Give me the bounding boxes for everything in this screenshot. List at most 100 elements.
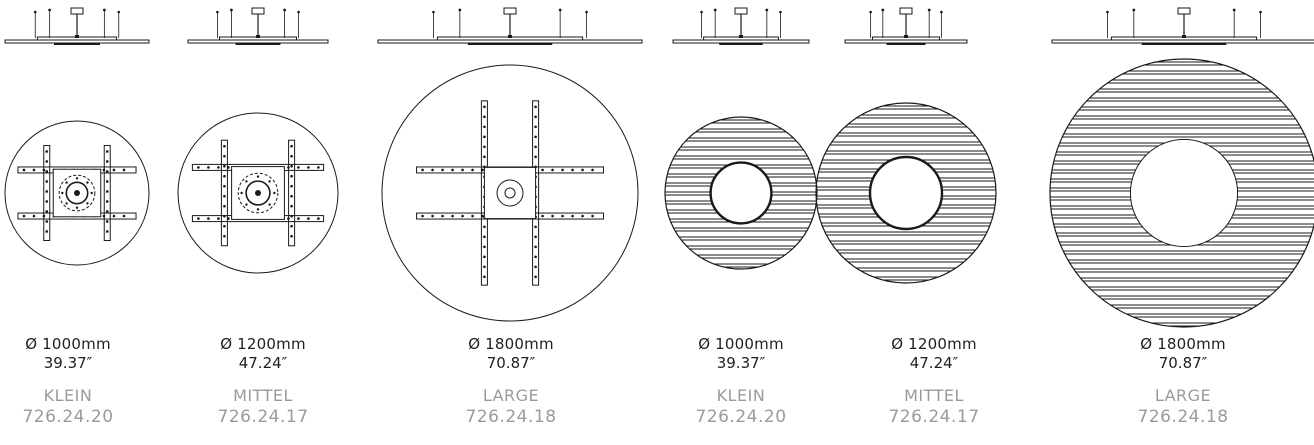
rail-hole	[483, 155, 486, 159]
rail-hole	[481, 168, 484, 172]
rail-hole	[483, 235, 486, 239]
diameter-mm: Ø 1000mm	[698, 335, 784, 353]
rail-hole	[105, 170, 109, 173]
slat	[1050, 277, 1314, 282]
hub-ring-inner	[504, 187, 516, 199]
slat	[665, 263, 817, 268]
panel-outline	[815, 102, 997, 284]
vertical-rail	[43, 144, 51, 242]
slat	[665, 155, 817, 160]
rail-hole	[307, 166, 310, 169]
slat-top-view-4	[664, 116, 818, 270]
rail-hole	[534, 145, 537, 149]
rail-hole	[207, 166, 210, 169]
slat	[665, 254, 817, 259]
panel-outline	[664, 116, 818, 270]
hub-ring	[245, 180, 271, 206]
rail-hole	[421, 214, 424, 218]
side-canopy	[70, 7, 84, 15]
rail-hole	[223, 174, 226, 178]
rail-hole	[290, 234, 293, 238]
slat	[1050, 61, 1314, 66]
rail-hole	[290, 204, 293, 208]
side-canopy	[1177, 7, 1191, 15]
rail-hole	[534, 245, 537, 249]
slat-top-view-6	[1049, 58, 1314, 328]
diameter-mm: Ø 1200mm	[220, 335, 306, 353]
size-name: LARGE	[1154, 386, 1212, 405]
rail-hole	[45, 160, 49, 163]
slat	[1050, 304, 1314, 309]
side-view-1	[4, 7, 150, 45]
cable-anchor	[230, 8, 233, 12]
side-underplate	[1141, 43, 1227, 45]
panel-outline	[381, 64, 639, 322]
rail-hole	[223, 224, 226, 228]
cable-anchor	[779, 10, 782, 14]
hub-bolt	[268, 203, 271, 206]
rail-hole	[105, 230, 109, 233]
rail-hole	[105, 220, 109, 223]
slat	[816, 105, 996, 110]
slat	[1050, 70, 1314, 75]
cable-anchor	[927, 8, 931, 12]
slat	[816, 240, 996, 245]
rail-hole	[290, 154, 293, 158]
center-hole	[709, 161, 773, 225]
cable-anchor	[940, 10, 943, 14]
hub-ring-outer	[496, 179, 524, 207]
rail-hole	[290, 224, 293, 228]
product-label-1: Ø 1000mm 39.37″ KLEIN 726.24.20	[0, 335, 158, 428]
rail-hole	[290, 144, 293, 148]
slat	[1050, 79, 1314, 84]
side-view-6	[1051, 7, 1314, 45]
diameter-mm: Ø 1800mm	[1140, 335, 1226, 353]
rail-hole	[461, 214, 464, 218]
rail-hole	[581, 168, 584, 172]
slat	[816, 231, 996, 236]
rail-hole	[534, 155, 537, 159]
panel-outline	[4, 120, 150, 266]
vertical-rail	[288, 139, 296, 247]
diameter-mm: Ø 1200mm	[891, 335, 977, 353]
rail-hole	[223, 214, 226, 218]
rail-hole	[290, 164, 293, 168]
cable-anchor	[1232, 8, 1236, 12]
rail-hole	[591, 214, 594, 218]
rail-hole	[483, 265, 486, 269]
diameter-inches: 70.87″	[486, 354, 536, 372]
cable-anchor	[585, 10, 588, 14]
rail-hole	[307, 217, 310, 220]
slat	[1050, 133, 1314, 138]
slat	[665, 119, 817, 124]
center-hole	[1129, 138, 1239, 248]
rail-hole	[471, 214, 474, 218]
side-joint	[75, 35, 79, 38]
hub-bolt	[268, 180, 271, 183]
rail-hole	[45, 150, 49, 153]
slat	[816, 249, 996, 254]
hub-bolt	[86, 202, 89, 205]
side-view-2	[187, 7, 329, 45]
cable-anchor	[432, 10, 435, 14]
slat	[1050, 286, 1314, 291]
frame-top-view-2	[177, 112, 339, 274]
hub-bolt	[273, 191, 276, 195]
hub-bolt	[256, 175, 260, 178]
cable-anchor	[700, 10, 703, 14]
cable-anchor	[48, 8, 52, 12]
hub-bolt	[86, 181, 89, 184]
rail-hole	[223, 234, 226, 238]
diameter-inches: 39.37″	[716, 354, 766, 372]
hub-dashed-ring	[58, 174, 96, 212]
rail-hole	[541, 168, 544, 172]
side-joint	[904, 35, 908, 38]
article-code: 726.24.17	[217, 407, 309, 427]
cable-anchor	[33, 10, 37, 14]
slat	[665, 128, 817, 133]
side-underplate	[886, 43, 926, 45]
side-joint	[1182, 35, 1186, 38]
size-name: MITTEL	[904, 386, 964, 405]
panel-outline	[177, 112, 339, 274]
